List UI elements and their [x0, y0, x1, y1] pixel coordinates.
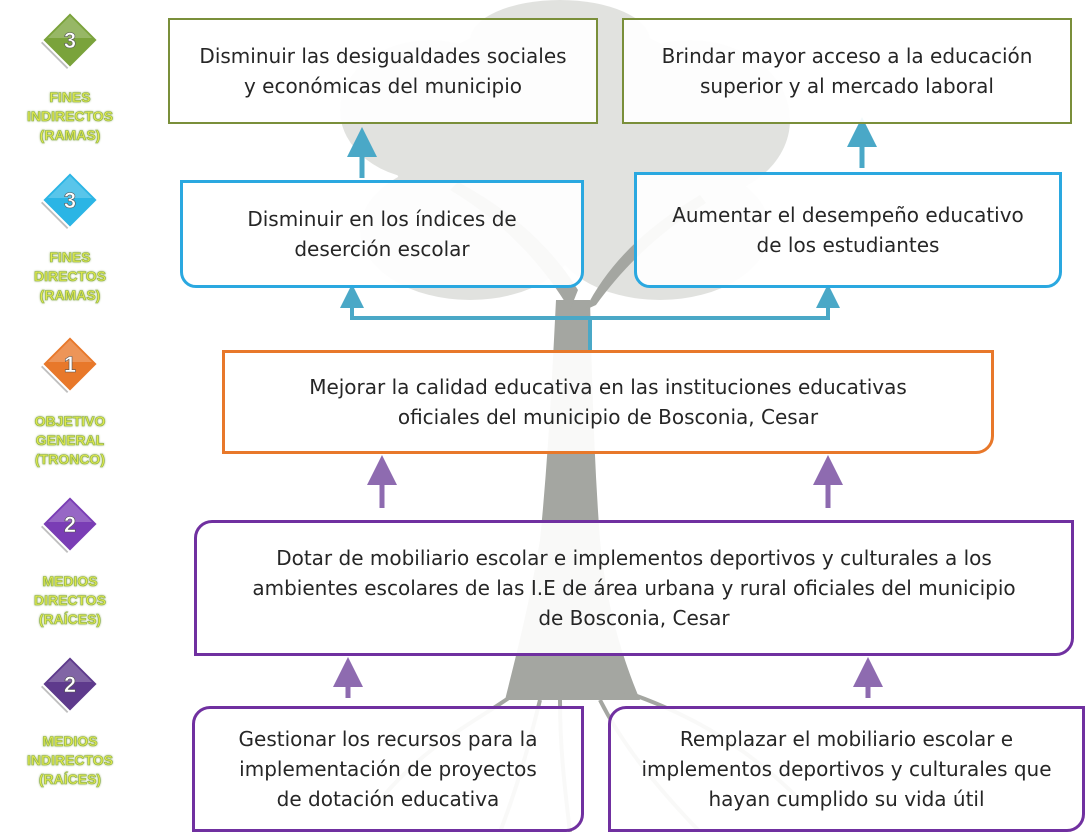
box-text-line: superior y al mercado laboral: [700, 74, 994, 98]
legend-label-line: MEDIOS: [42, 573, 98, 590]
diamond-number: 2: [64, 672, 76, 697]
box-text: Brindar mayor acceso a la educación super…: [662, 41, 1033, 101]
legend-label-line: MEDIOS: [42, 733, 98, 750]
legend-label-line: (RAMAS): [39, 127, 101, 144]
fin-indirecto-box-2: Brindar mayor acceso a la educación super…: [622, 18, 1072, 124]
box-text: Mejorar la calidad educativa en las inst…: [309, 372, 907, 432]
legend-label-line: (TRONCO): [35, 451, 106, 468]
box-text: Disminuir las desigualdades sociales y ec…: [199, 41, 566, 101]
diamond-number-icon: 3: [40, 10, 100, 70]
diamond-number-icon: 1: [40, 334, 100, 394]
box-text: Aumentar el desempeño educativo de los es…: [672, 200, 1024, 260]
diamond-number-icon: 2: [40, 654, 100, 714]
arrow-bracket-objetivo-to-directos: [352, 316, 828, 350]
legend-label-line: INDIRECTOS: [26, 752, 114, 769]
box-text-line: y económicas del municipio: [243, 74, 523, 98]
legend-label: OBJETIVO GENERAL (TRONCO): [0, 412, 140, 469]
legend-label-line: OBJETIVO: [34, 413, 106, 430]
legend-label-line: FINES: [49, 249, 91, 266]
box-text-line: Mejorar la calidad educativa en las inst…: [309, 375, 907, 399]
box-text: Dotar de mobiliario escolar e implemento…: [252, 543, 1015, 633]
box-text-line: implementos deportivos y culturales que: [641, 757, 1052, 781]
box-text-line: deserción escolar: [294, 237, 470, 261]
box-text: Remplazar el mobiliario escolar e impleme…: [641, 724, 1051, 814]
box-text-line: implementación de proyectos: [239, 757, 537, 781]
objetivo-general-box: Mejorar la calidad educativa en las inst…: [222, 350, 994, 454]
legend-label: MEDIOS INDIRECTOS (RAÍCES): [0, 732, 140, 789]
box-text-line: de dotación educativa: [276, 787, 500, 811]
box-text-line: de los estudiantes: [756, 233, 940, 257]
legend-label-line: DIRECTOS: [33, 592, 107, 609]
legend-label-line: DIRECTOS: [33, 268, 107, 285]
box-text-line: Aumentar el desempeño educativo: [672, 203, 1024, 227]
diamond-number-icon: 2: [40, 494, 100, 554]
box-text-line: oficiales del municipio de Bosconia, Ces…: [397, 405, 819, 429]
box-text-line: ambientes escolares de las I.E de área u…: [252, 576, 1016, 600]
fin-indirecto-box-1: Disminuir las desigualdades sociales y ec…: [168, 18, 598, 124]
diamond-number: 1: [64, 352, 76, 377]
medio-directo-box: Dotar de mobiliario escolar e implemento…: [194, 520, 1074, 656]
legend-label-line: FINES: [49, 89, 91, 106]
box-text: Gestionar los recursos para la implementa…: [239, 724, 538, 814]
diamond-number: 2: [64, 512, 76, 537]
legend-label: FINES INDIRECTOS (RAMAS): [0, 88, 140, 145]
legend-label: MEDIOS DIRECTOS (RAÍCES): [0, 572, 140, 629]
box-text-line: Disminuir las desigualdades sociales: [199, 44, 567, 68]
fin-directo-box-1: Disminuir en los índices de deserción esc…: [180, 180, 584, 288]
legend-label-line: (RAMAS): [39, 287, 101, 304]
legend-label-line: (RAÍCES): [38, 771, 102, 788]
medio-indirecto-box-1: Gestionar los recursos para la implementa…: [192, 706, 584, 832]
diamond-number-icon: 3: [40, 170, 100, 230]
box-text-line: Gestionar los recursos para la: [238, 727, 538, 751]
medio-indirecto-box-2: Remplazar el mobiliario escolar e impleme…: [608, 706, 1085, 832]
box-text-line: hayan cumplido su vida útil: [708, 787, 985, 811]
legend-label-line: INDIRECTOS: [26, 108, 114, 125]
box-text-line: Dotar de mobiliario escolar e implemento…: [276, 546, 992, 570]
legend-label-line: (RAÍCES): [38, 611, 102, 628]
box-text: Disminuir en los índices de deserción esc…: [247, 204, 516, 264]
diamond-number: 3: [64, 28, 76, 53]
legend-label: FINES DIRECTOS (RAMAS): [0, 248, 140, 305]
box-text-line: Disminuir en los índices de: [247, 207, 517, 231]
fin-directo-box-2: Aumentar el desempeño educativo de los es…: [634, 172, 1062, 288]
box-text-line: de Bosconia, Cesar: [538, 606, 730, 630]
diamond-number: 3: [64, 188, 76, 213]
legend-label-line: GENERAL: [35, 432, 105, 449]
box-text-line: Brindar mayor acceso a la educación: [661, 44, 1033, 68]
box-text-line: Remplazar el mobiliario escolar e: [679, 727, 1014, 751]
